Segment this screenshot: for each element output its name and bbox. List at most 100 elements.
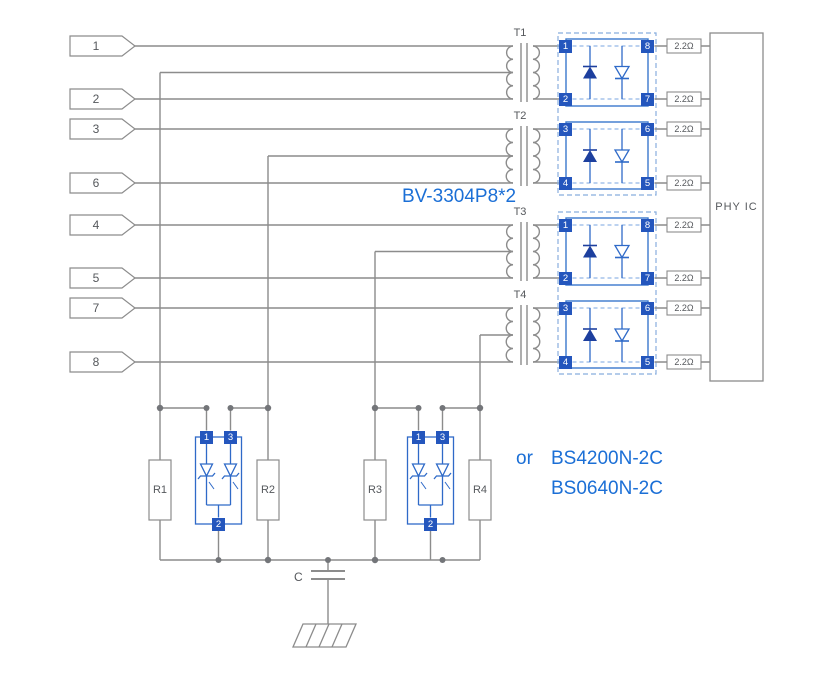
diode-array-outer-2 — [557, 211, 657, 375]
array-pin-number: 8 — [641, 40, 654, 53]
transformer-t3 — [375, 222, 560, 281]
resistor-box — [363, 459, 387, 521]
capacitor-label: C — [294, 570, 303, 584]
array-pin-number: 6 — [641, 302, 654, 315]
center-tap-drops — [159, 72, 481, 561]
ground-outline — [292, 623, 357, 648]
channel-box — [565, 217, 649, 286]
resistor-box — [148, 459, 172, 521]
array-pin-number: 6 — [641, 123, 654, 136]
protector-1 — [194, 436, 243, 525]
zener-diode — [199, 463, 214, 478]
alt-part-label-1: BS4200N-2C — [551, 448, 663, 469]
capacitor-plates — [311, 570, 345, 580]
leads — [160, 45, 560, 100]
tvs-diode-up — [583, 245, 597, 258]
diode-leads — [589, 129, 623, 183]
series-resistor-label: 2.2Ω — [674, 124, 694, 134]
array-pin-number: 1 — [559, 219, 572, 232]
array-pin-number: 2 — [559, 272, 572, 285]
ground-hatch — [305, 623, 343, 648]
series-resistor-label: 2.2Ω — [674, 303, 694, 313]
diode-array-channel-c — [565, 217, 649, 286]
array-pin-number: 1 — [559, 40, 572, 53]
connector-label: 3 — [92, 122, 100, 136]
transformer-t4 — [480, 305, 560, 365]
series-resistor-box — [666, 300, 702, 316]
connector-label: 8 — [92, 355, 100, 369]
junction-dots — [156, 404, 484, 564]
series-resistor-box — [666, 38, 702, 54]
connector-pin-shape — [69, 297, 136, 319]
array-pin-number: 4 — [559, 356, 572, 369]
zener-bar — [433, 472, 452, 480]
connector-label: 4 — [92, 218, 100, 232]
channel-box — [565, 300, 649, 369]
series-resistor-box — [666, 121, 702, 137]
transformer-t2 — [268, 126, 560, 186]
series-resistor-boxes — [666, 38, 702, 370]
series-resistor-label: 2.2Ω — [674, 41, 694, 51]
channel-box — [565, 38, 649, 107]
connector-pin-shape — [69, 267, 136, 289]
protector-branches — [417, 443, 444, 518]
secondary-coil — [532, 45, 541, 100]
input-connectors — [69, 35, 136, 373]
tvs-diode-down — [613, 328, 631, 343]
leads — [375, 224, 560, 279]
series-resistor-box — [666, 354, 702, 370]
array-pin-number: 2 — [559, 93, 572, 106]
diode-array-channel-d — [565, 300, 649, 369]
protector-pin-number: 1 — [200, 431, 213, 444]
protector-pin-number: 3 — [436, 431, 449, 444]
connector-label: 1 — [92, 39, 100, 53]
phy-ic-label: PHY IC — [715, 201, 758, 213]
tvs-diode-down — [613, 149, 631, 164]
diode-leads — [589, 46, 623, 99]
secondary-coil — [532, 224, 541, 279]
resistor-label: R3 — [367, 484, 383, 496]
connector-label: 6 — [92, 176, 100, 190]
transformer-label: T4 — [513, 289, 527, 301]
or-label: or — [516, 448, 533, 469]
diode-leads — [589, 225, 623, 278]
series-resistor-label: 2.2Ω — [674, 357, 694, 367]
diode-array-outer-1 — [557, 32, 657, 196]
connector-pin-shape — [69, 214, 136, 236]
diode-array-channel-a — [565, 38, 649, 107]
transformer-label: T1 — [513, 27, 527, 39]
tvs-diode-up — [583, 329, 597, 341]
series-resistor-box — [666, 217, 702, 233]
transformer-label: T3 — [513, 206, 527, 218]
channel-dashed-rails — [572, 307, 642, 363]
resistor-label: R1 — [152, 484, 168, 496]
tvs-diode-up — [583, 150, 597, 162]
secondary-coil — [532, 307, 541, 363]
tvs-arrows — [420, 481, 451, 490]
series-resistor-box — [666, 175, 702, 191]
diode-leads — [589, 308, 623, 362]
primary-wires — [135, 45, 513, 363]
alt-part-label-2: BS0640N-2C — [551, 478, 663, 499]
resistor-box — [468, 459, 492, 521]
connector-pin-shape — [69, 35, 136, 57]
connector-pin-shape — [69, 88, 136, 110]
channel-dashed-rails — [572, 128, 642, 184]
transformer-label: T2 — [513, 110, 527, 122]
core-lines — [520, 222, 528, 281]
connector-pin-shape — [69, 118, 136, 140]
protector-branches — [205, 443, 232, 518]
tvs-diode-up — [583, 66, 597, 79]
phy-ic-box — [709, 32, 764, 382]
core-lines — [520, 43, 528, 102]
capacitor — [311, 560, 345, 624]
array-pin-number: 3 — [559, 302, 572, 315]
array-pin-number: 7 — [641, 93, 654, 106]
series-resistor-box — [666, 270, 702, 286]
zener-bar — [409, 472, 428, 480]
channel-dashed-rails — [572, 45, 642, 100]
protector-pin-number: 1 — [412, 431, 425, 444]
protector-pin-number: 2 — [424, 518, 437, 531]
series-resistor-label: 2.2Ω — [674, 273, 694, 283]
